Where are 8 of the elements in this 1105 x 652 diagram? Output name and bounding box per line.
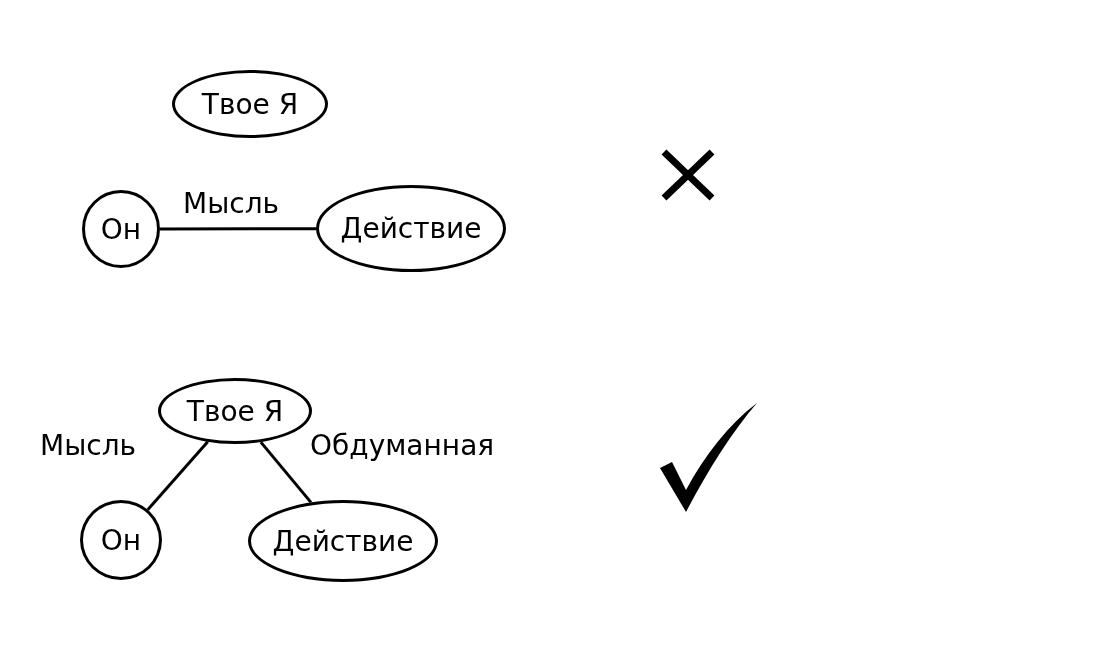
connector-line <box>160 227 316 231</box>
node-label: Он <box>100 523 142 557</box>
edge-label: Обдуманная <box>310 432 495 460</box>
node-label: Действие <box>272 524 414 558</box>
node-label: Твое Я <box>186 394 284 428</box>
node-label: Действие <box>340 212 482 245</box>
node-label: Твое Я <box>201 87 299 121</box>
node-label: Он <box>100 212 142 246</box>
